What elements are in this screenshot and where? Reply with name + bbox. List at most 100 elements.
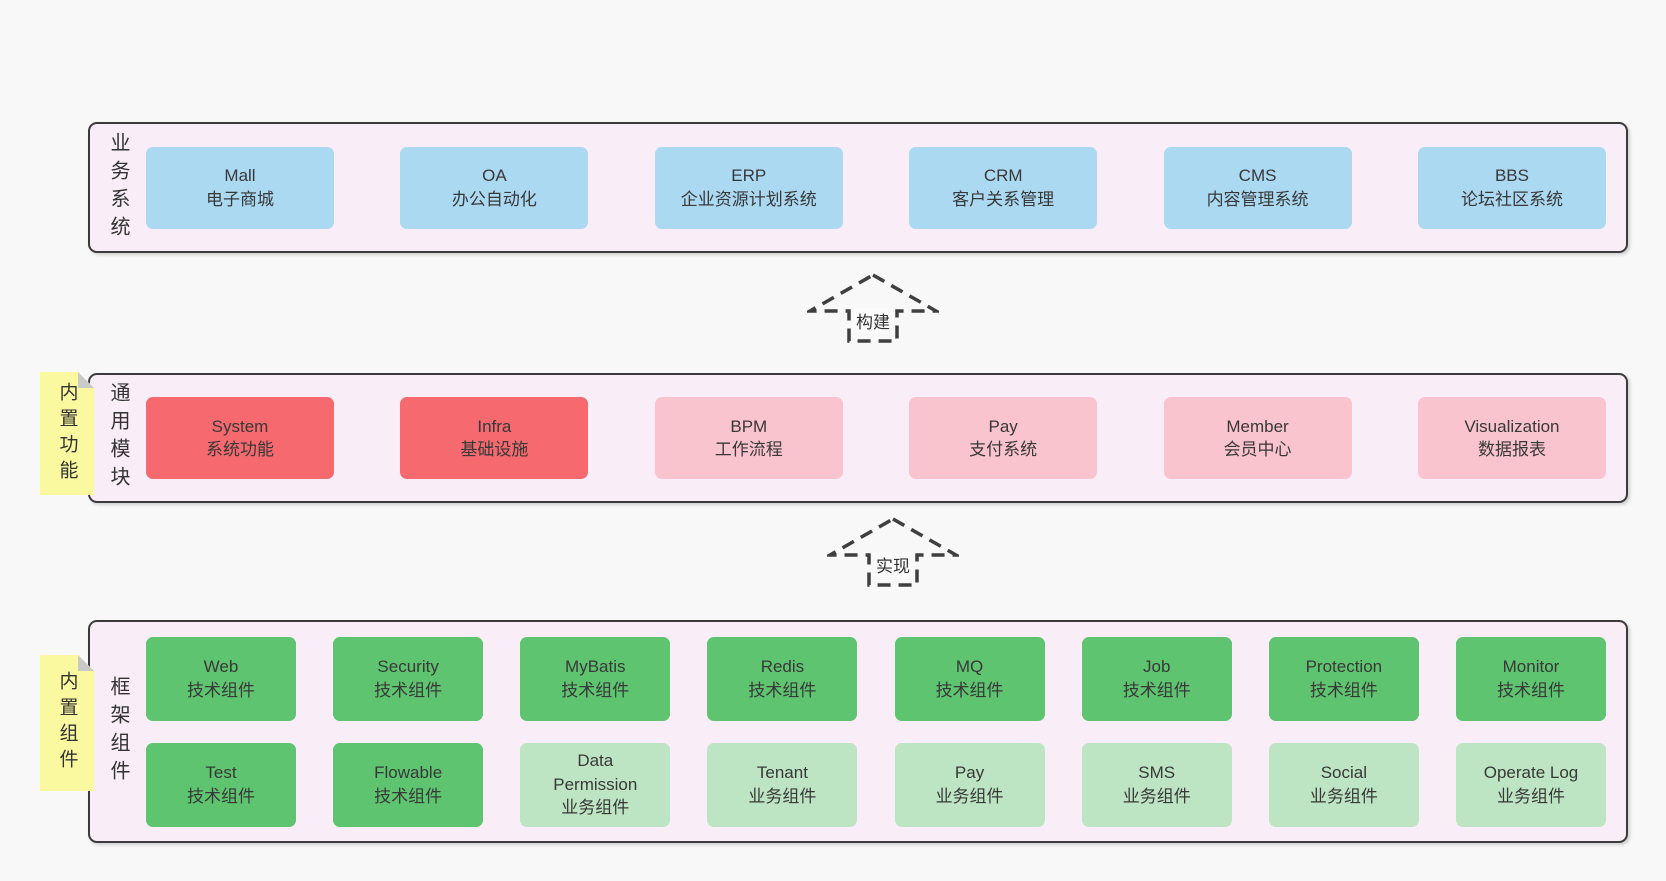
box-row-framework-1: Web 技术组件 Security 技术组件 MyBatis 技术组件 Redi… [146, 636, 1626, 721]
box-pay-module: Pay 支付系统 [909, 397, 1098, 479]
section-label-common-modules: 通用模块 [107, 382, 129, 494]
box-subtitle: 内容管理系统 [1206, 189, 1309, 209]
box-title: Data Permission [553, 751, 638, 794]
box-title: Social [1320, 763, 1367, 783]
box-subtitle: 办公自动化 [451, 189, 537, 209]
box-row-framework-2: Test 技术组件 Flowable 技术组件 Data Permission … [146, 742, 1626, 827]
box-bpm: BPM 工作流程 [654, 397, 843, 479]
section-business-systems: 业务系统 Mall 电子商城 OA 办公自动化 ERP 企业资源计划系统 CRM… [88, 122, 1628, 253]
box-title: Monitor [1502, 657, 1560, 677]
box-subtitle: 技术组件 [1122, 680, 1191, 700]
box-subtitle: 系统功能 [206, 440, 274, 459]
sticky-note-builtin-components: 内置组件 [40, 655, 94, 791]
box-tenant: Tenant 业务组件 [707, 742, 858, 827]
box-erp: ERP 企业资源计划系统 [654, 146, 843, 229]
section-label-column: 通用模块 [90, 375, 146, 501]
box-subtitle: 技术组件 [374, 786, 443, 806]
box-mybatis: MyBatis 技术组件 [520, 636, 671, 721]
box-subtitle: 技术组件 [748, 680, 817, 700]
box-title: Mall [224, 166, 256, 186]
box-subtitle: 技术组件 [374, 680, 443, 700]
box-operate-log: Operate Log 业务组件 [1455, 742, 1606, 827]
box-title: Security [377, 657, 439, 677]
box-title: Protection [1305, 657, 1383, 677]
box-subtitle: 客户关系管理 [952, 189, 1055, 209]
box-oa: OA 办公自动化 [400, 146, 589, 229]
box-title: Test [205, 763, 237, 783]
box-cms: CMS 内容管理系统 [1163, 146, 1352, 229]
arrow-implement-label: 实现 [873, 552, 913, 577]
box-crm: CRM 客户关系管理 [909, 146, 1098, 229]
box-title: SMS [1138, 763, 1176, 783]
box-subtitle: 技术组件 [187, 786, 255, 806]
box-title: MyBatis [565, 657, 626, 677]
box-title: Redis [760, 657, 805, 677]
box-redis: Redis 技术组件 [707, 636, 858, 721]
box-visualization: Visualization 数据报表 [1417, 397, 1606, 479]
section-framework-components: 框架组件 Web 技术组件 Security 技术组件 MyBatis 技术组件… [88, 620, 1628, 843]
section-label-framework-components: 框架组件 [107, 675, 129, 788]
box-infra: Infra 基础设施 [400, 397, 589, 479]
arrow-implement: 实现 [827, 516, 959, 588]
box-member: Member 会员中心 [1163, 397, 1352, 479]
box-title: BBS [1494, 166, 1529, 186]
box-subtitle: 业务组件 [1309, 786, 1378, 806]
box-monitor: Monitor 技术组件 [1455, 636, 1606, 721]
box-title: OA [482, 166, 507, 186]
box-subtitle: 业务组件 [935, 786, 1004, 806]
box-title: Operate Log [1483, 763, 1579, 783]
box-subtitle: 技术组件 [1496, 680, 1565, 700]
box-subtitle: 电子商城 [206, 189, 274, 209]
box-subtitle: 技术组件 [561, 680, 630, 700]
box-mall: Mall 电子商城 [146, 146, 334, 229]
arrow-build-label: 构建 [853, 308, 893, 333]
box-subtitle: 支付系统 [969, 440, 1038, 459]
box-title: Member [1226, 416, 1289, 436]
box-subtitle: 工作流程 [714, 440, 783, 459]
box-title: Flowable [374, 763, 443, 783]
box-title: Job [1142, 657, 1171, 677]
section-label-business-systems: 业务系统 [107, 131, 129, 244]
box-subtitle: 基础设施 [460, 440, 529, 459]
box-subtitle: 数据报表 [1477, 440, 1546, 459]
box-title: Pay [988, 416, 1018, 436]
box-security: Security 技术组件 [333, 636, 484, 721]
arrow-up-dashed-icon [807, 272, 939, 343]
box-subtitle: 技术组件 [1309, 680, 1378, 700]
box-subtitle: 会员中心 [1223, 440, 1292, 459]
box-subtitle: 技术组件 [187, 680, 255, 700]
box-title: ERP [731, 166, 767, 186]
box-title: CMS [1238, 166, 1277, 186]
box-mq: MQ 技术组件 [894, 636, 1045, 721]
sticky-note-builtin-components-label: 内置组件 [56, 671, 78, 775]
box-title: Infra [477, 416, 512, 436]
arrow-build: 构建 [807, 272, 939, 344]
box-pay-component: Pay 业务组件 [894, 742, 1045, 827]
box-title: Tenant [756, 763, 808, 783]
box-test: Test 技术组件 [146, 742, 296, 827]
box-title: CRM [983, 166, 1023, 186]
box-title: Visualization [1464, 416, 1560, 436]
box-web: Web 技术组件 [146, 636, 296, 721]
box-protection: Protection 技术组件 [1268, 636, 1419, 721]
box-data-permission: Data Permission 业务组件 [520, 742, 671, 827]
box-job: Job 技术组件 [1081, 636, 1232, 721]
box-subtitle: 企业资源计划系统 [680, 189, 817, 209]
sticky-note-builtin-features-label: 内置功能 [56, 381, 78, 486]
section-common-modules: 通用模块 System 系统功能 Infra 基础设施 BPM 工作流程 Pay… [88, 373, 1628, 503]
framework-rows: Web 技术组件 Security 技术组件 MyBatis 技术组件 Redi… [146, 636, 1626, 827]
arrow-up-dashed-icon [827, 516, 959, 587]
box-title: System [211, 416, 269, 436]
box-subtitle: 论坛社区系统 [1460, 189, 1563, 209]
box-subtitle: 业务组件 [1496, 786, 1565, 806]
box-row-modules: System 系统功能 Infra 基础设施 BPM 工作流程 Pay 支付系统… [146, 397, 1626, 479]
box-system: System 系统功能 [146, 397, 334, 479]
section-label-column: 业务系统 [90, 124, 146, 251]
box-bbs: BBS 论坛社区系统 [1417, 146, 1606, 229]
box-title: Web [203, 657, 239, 677]
section-label-column: 框架组件 [90, 622, 146, 841]
box-subtitle: 业务组件 [1122, 786, 1191, 806]
box-row-business: Mall 电子商城 OA 办公自动化 ERP 企业资源计划系统 CRM 客户关系… [146, 146, 1626, 229]
box-title: Pay [954, 763, 985, 783]
